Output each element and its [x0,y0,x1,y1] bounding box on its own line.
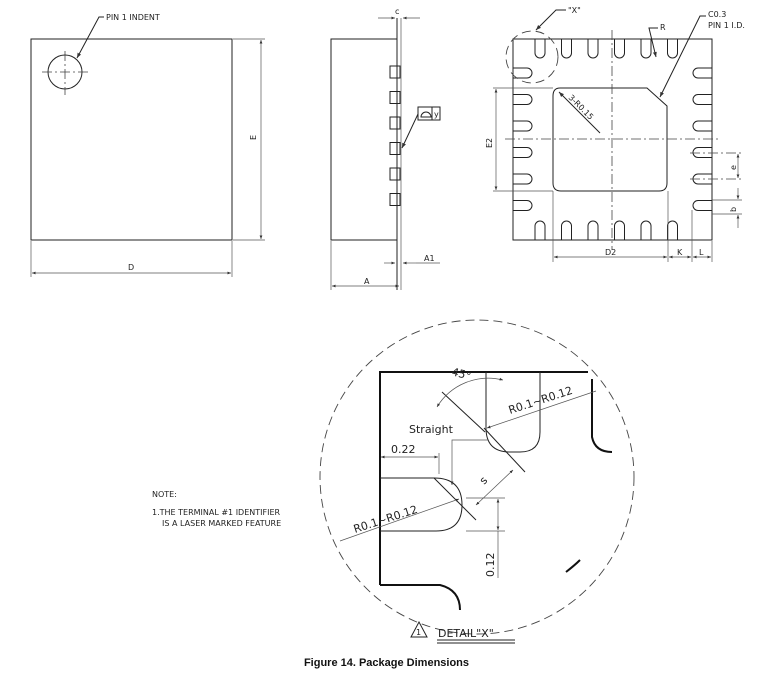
dim-s-label: s [477,474,490,487]
bottom-terminal-bottom [534,220,546,240]
bottom-terminal-left [513,147,533,158]
detail-x: 45° R0.1~R0.12 Straight 0.22 s R0.1~R0.1… [319,319,635,644]
radius-top-label: R0.1~R0.12 [507,384,574,417]
bottom-terminal-top [534,39,546,59]
detail-x-circle [505,30,559,84]
detail-x-ref: "X" [568,6,581,15]
dim-e-pitch-label: e [729,165,738,170]
exposed-pad [552,87,668,192]
bottom-terminal-right [692,200,712,211]
note-number: 1 [416,628,421,637]
bottom-terminal-bottom [561,220,572,240]
bottom-terminal-bottom [587,220,599,240]
straight-label: Straight [409,423,454,436]
bottom-terminal-bottom [640,220,652,240]
bottom-terminal-top [640,39,652,59]
top-view: PIN 1 INDENT E D [30,13,265,277]
bottom-terminal-left [513,173,533,185]
bottom-terminal-right [692,67,712,79]
bottom-terminal-right [692,120,712,132]
dim-a1-label: A1 [424,254,435,263]
side-terminal [389,91,401,104]
package-body-bottom [512,38,713,241]
dim-e2-label: E2 [485,138,494,148]
top-terminal [485,372,541,453]
package-body-top [30,38,233,241]
bottom-terminal-right [692,94,712,105]
flatness-box [417,106,441,121]
dim-e-label: E [249,135,258,140]
detail-title: DETAIL"X" [438,627,494,640]
dim-l-label: L [699,248,704,257]
bottom-view: "X" R C0.3 PIN 1 I.D. 3-R0.15 E2 D2 K L … [485,6,745,262]
bottom-terminal-left [513,67,533,79]
left-terminal [380,477,463,532]
pin1-indent-label: PIN 1 INDENT [106,13,160,22]
bottom-terminal-top [561,39,572,59]
side-terminal [389,142,401,155]
side-terminal [389,193,401,206]
bottom-terminal-left [513,120,533,132]
side-terminal [389,65,401,79]
note-line-1: 1.THE TERMINAL #1 IDENTIFIER [152,508,281,517]
note: NOTE: 1.THE TERMINAL #1 IDENTIFIER IS A … [152,490,281,528]
dim-b-label: b [729,207,738,212]
bottom-terminal-bottom [667,220,678,240]
note-triangle-icon [410,620,428,638]
package-corner-outline [379,371,588,585]
chamfer-label: C0.3 [708,10,726,19]
dim-022-label: 0.22 [391,443,416,456]
pin1-leader [76,16,104,59]
angle-45-label: 45° [450,365,472,383]
radius-label: R [660,23,666,32]
side-terminal [389,167,401,181]
dim-c-label: c [395,7,399,16]
bottom-terminal-left [513,200,533,211]
note-heading: NOTE: [152,490,177,499]
dim-012-label: 0.12 [484,553,497,578]
bottom-terminal-top [614,39,625,59]
flatness-icon [420,111,432,118]
note-line-2: IS A LASER MARKED FEATURE [162,519,281,528]
dim-a-label: A [364,277,370,286]
pad-radius-label: 3-R0.15 [567,93,596,122]
dim-d2-label: D2 [605,248,616,257]
bottom-terminal-top [587,39,599,59]
figure-caption: Figure 14. Package Dimensions [303,657,470,669]
dim-d-label: D [128,263,134,272]
flatness-value: y [434,110,439,119]
pin1-id-label: PIN 1 I.D. [708,21,745,30]
side-view: c y A1 A [330,7,441,290]
bottom-terminal-left [513,94,533,105]
package-body-side [330,38,398,241]
bottom-terminal-bottom [614,220,625,240]
bottom-terminal-top [667,39,678,59]
bottom-terminal-right [692,147,712,158]
detail-circle [319,319,635,635]
dim-k-label: K [677,248,683,257]
side-terminal [389,116,401,130]
